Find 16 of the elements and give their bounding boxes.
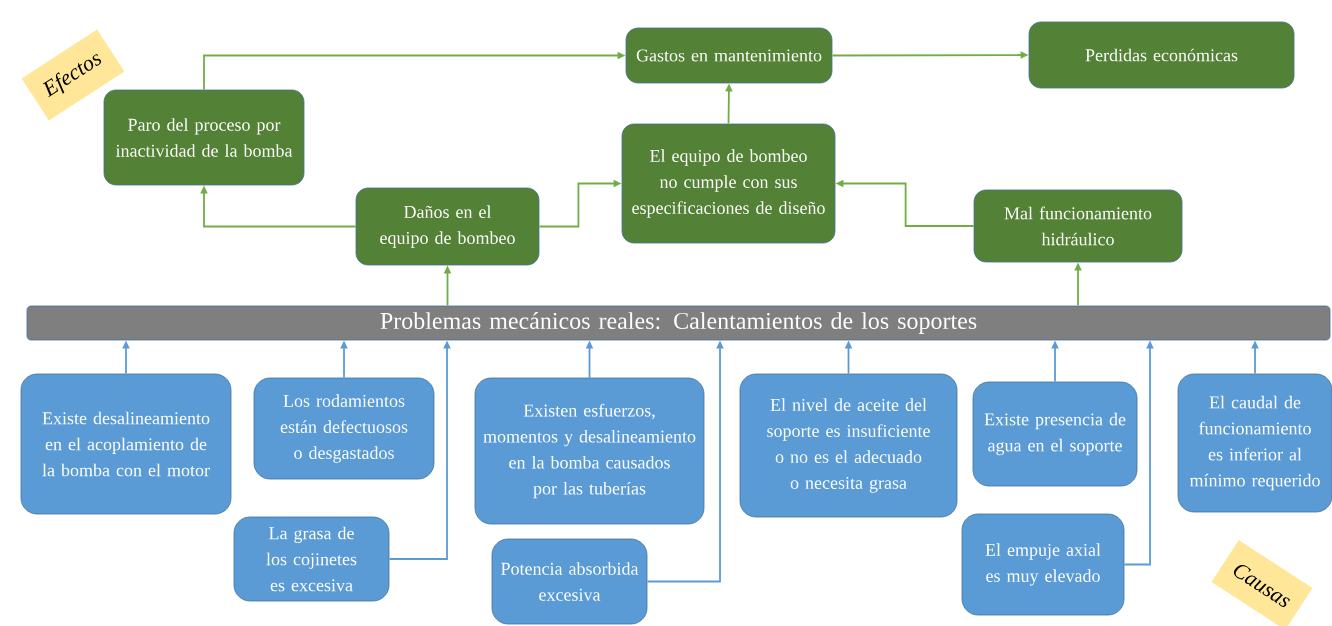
effect-box: Mal funcionamiento hidráulico — [973, 189, 1183, 263]
cause-box: Existen esfuerzos, momentos y desalineamiento en la bomba causados por las tuberías — [474, 377, 705, 525]
cause-box: Los rodamientos están defectuosos o desgastados — [253, 377, 435, 480]
effect-box: Daños en el equipo de bombeo — [355, 187, 540, 266]
cause-box: La grasa de los cojinetes es excesiva — [233, 516, 390, 602]
cause-box: Existe desalineamiento en el acoplamiento de la bomba con el motor — [20, 373, 232, 515]
cause-box: El empuje axial es muy elevado — [961, 513, 1125, 616]
effect-box: Gastos en mantenimiento — [625, 27, 833, 84]
effect-box: Paro del proceso por inactividad de la bomba — [103, 89, 305, 186]
cause-box: Existe presencia de agua en el soporte — [972, 381, 1138, 487]
cause-box: El nivel de aceite del soporte es insuficiente o no es el adecuado o necesita grasa — [739, 373, 958, 518]
cause-box: El caudal de funcionamiento es inferior al mínimo requerido — [1177, 373, 1332, 513]
problem-band: Problemas mecánicos reales: Calentamientos de los soportes — [26, 305, 1331, 341]
cause-box: Potencia absorbida excesiva — [491, 538, 648, 625]
effect-box: Perdidas económicas — [1028, 21, 1295, 89]
effect-box: El equipo de bombeo no cumple con sus especificaciones de diseño — [621, 123, 836, 244]
